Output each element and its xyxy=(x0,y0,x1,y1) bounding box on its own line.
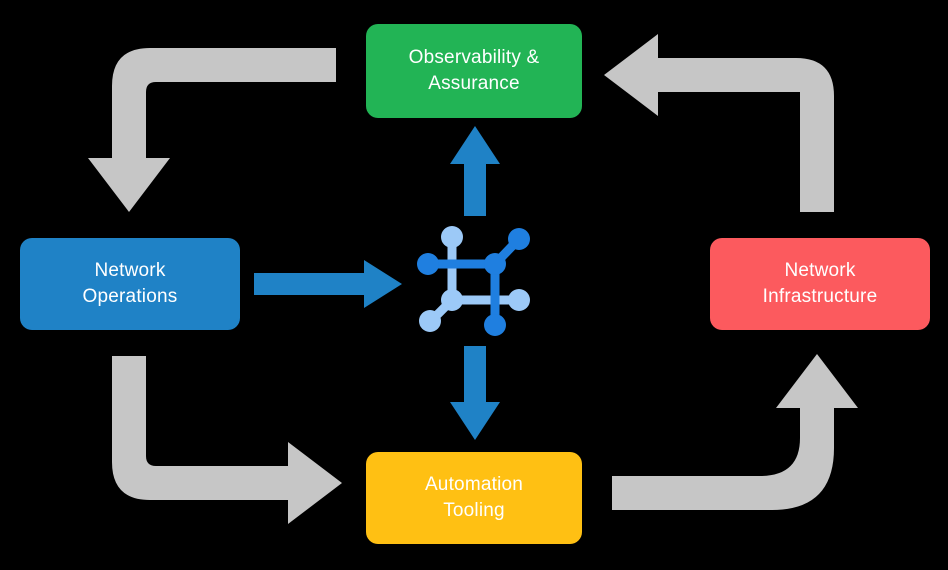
blue-arrow-network-operations-to-center xyxy=(254,260,402,308)
node-network-infrastructure[interactable]: Network Infrastructure xyxy=(710,238,930,330)
blue-arrow-center-to-automation-tooling xyxy=(450,346,500,440)
node-automation-tooling-label: Automation Tooling xyxy=(424,474,524,521)
gray-arrow-observability-to-network-operations xyxy=(88,48,336,212)
topology-light-nodes xyxy=(419,226,530,332)
network-topology-svg xyxy=(417,226,530,336)
gray-arrow-network-operations-to-automation-tooling xyxy=(112,356,342,524)
node-network-operations[interactable]: Network Operations xyxy=(20,238,240,330)
node-network-infrastructure-label: Network Infrastructure xyxy=(762,260,878,307)
node-automation-tooling[interactable]: Automation Tooling xyxy=(366,452,582,544)
gray-arrow-automation-tooling-to-network-infrastructure xyxy=(612,354,858,510)
topology-dark-nodes xyxy=(417,228,530,336)
network-topology-icon xyxy=(415,220,535,340)
node-network-operations-label: Network Operations xyxy=(82,260,178,307)
node-observability-assurance-label: Observability & Assurance xyxy=(408,47,540,94)
node-observability-assurance[interactable]: Observability & Assurance xyxy=(366,24,582,118)
gray-arrow-network-infrastructure-to-observability xyxy=(604,34,834,212)
blue-arrow-center-to-observability xyxy=(450,126,500,216)
